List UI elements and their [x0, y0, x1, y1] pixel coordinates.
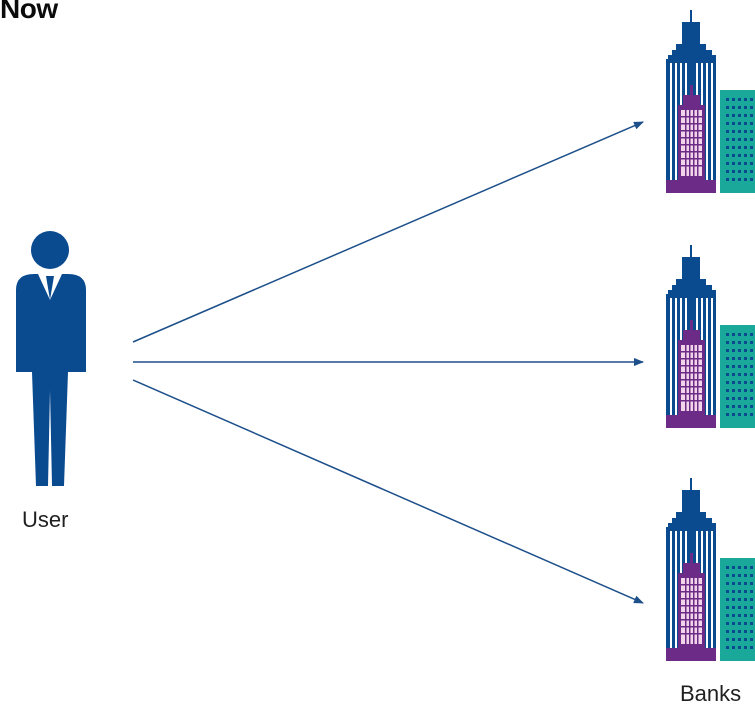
bank-building-icon: [666, 478, 755, 661]
arrow-to-bank-top: [132, 121, 644, 343]
banks-label: Banks: [680, 681, 742, 706]
bank-building-icon: [666, 10, 755, 193]
diagram-title: Now: [0, 0, 58, 24]
arrow-to-bank-bottom: [132, 379, 644, 604]
user-label: User: [22, 507, 69, 532]
bank-building-icon: [666, 245, 755, 428]
person-icon: [16, 231, 86, 486]
